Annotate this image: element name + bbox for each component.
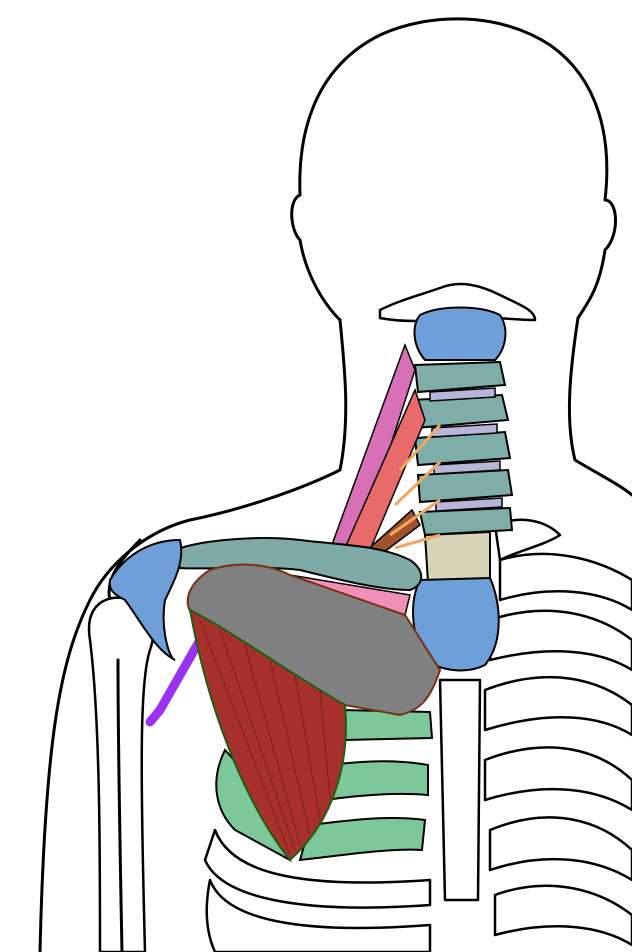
- muscle-fibers: [199, 619, 331, 856]
- right-ribs: [483, 518, 632, 947]
- sternum: [438, 678, 482, 902]
- cervical-vertebrae: [410, 306, 514, 584]
- head-outline: [290, 17, 617, 322]
- left-ribs-highlighted: [215, 708, 434, 863]
- left-ribs-lower: [203, 828, 432, 952]
- neck-right: [567, 316, 632, 497]
- brachial-plexus-nerves: [389, 424, 442, 550]
- humerus-line: [116, 658, 124, 952]
- acromion: [108, 538, 183, 661]
- neck-left: [38, 318, 348, 952]
- serratus-muscle: [188, 608, 347, 862]
- subclavian-vessel: [145, 635, 205, 727]
- thoracic-vertebra: [412, 576, 500, 672]
